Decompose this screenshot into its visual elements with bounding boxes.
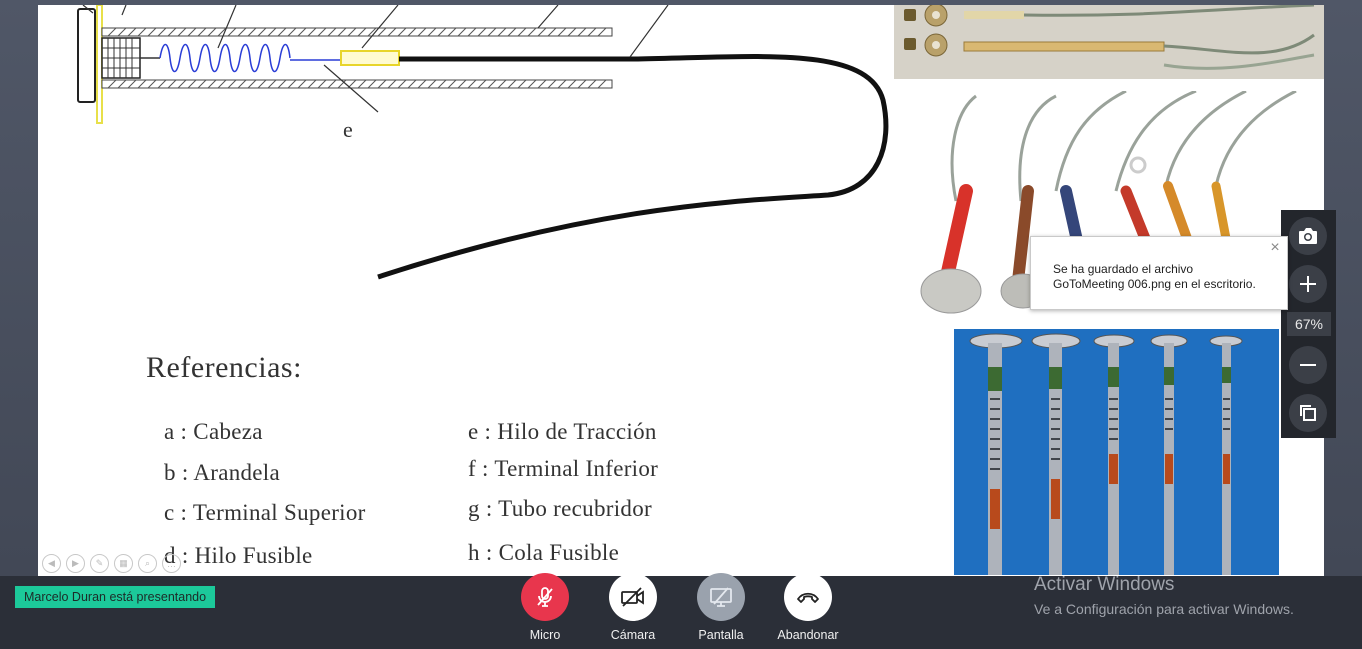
camera-off-icon: [621, 587, 644, 607]
screen-label: Pantalla: [698, 628, 744, 642]
save-notification: × Se ha guardado el archivo GoToMeeting …: [1030, 236, 1288, 310]
windows-activation-title: Activar Windows: [1034, 574, 1175, 595]
screenshot-button[interactable]: [1289, 217, 1327, 255]
reference-b: b : Arandela: [164, 460, 281, 485]
mic-label: Micro: [529, 628, 561, 642]
windows-activation-watermark: Activar Windows Ve a Configuración para …: [1034, 574, 1294, 617]
camera-control[interactable]: Cámara: [593, 573, 673, 642]
close-icon[interactable]: ×: [1270, 239, 1280, 256]
magnify-icon[interactable]: ⌕: [138, 554, 157, 573]
zoom-out-button[interactable]: [1289, 346, 1327, 384]
screen-control[interactable]: Pantalla: [681, 573, 761, 642]
mic-control[interactable]: Micro: [505, 573, 585, 642]
leave-control[interactable]: Abandonar: [768, 573, 848, 642]
fuse-diagram: [77, 5, 889, 280]
camera-button[interactable]: [609, 573, 657, 621]
leave-button[interactable]: [784, 573, 832, 621]
slides-grid-icon[interactable]: ▦: [114, 554, 133, 573]
camera-icon: [1299, 228, 1317, 244]
references-title: Referencias:: [146, 351, 302, 384]
reference-g: g : Tubo recubridor: [468, 496, 652, 521]
diagram-label-e: e: [343, 117, 353, 142]
reference-c: c : Terminal Superior: [164, 500, 366, 525]
screen-button[interactable]: [697, 573, 745, 621]
meeting-toolbar: Marcelo Duran está presentando Micro Cám…: [0, 573, 1362, 649]
reference-a: a : Cabeza: [164, 419, 263, 444]
presenter-status: Marcelo Duran está presentando: [15, 586, 216, 608]
fuse-links-photo-blue: [954, 329, 1279, 575]
popout-button[interactable]: [1289, 394, 1327, 432]
screen-share-off-icon: [710, 587, 732, 607]
minus-icon: [1300, 364, 1316, 366]
reference-f: f : Terminal Inferior: [468, 456, 659, 481]
reference-h: h : Cola Fusible: [468, 540, 620, 565]
zoom-level: 67%: [1287, 312, 1331, 336]
copy-window-icon: [1300, 405, 1316, 421]
zoom-panel: 67%: [1281, 210, 1336, 438]
notification-message: Se ha guardado el archivo GoToMeeting 00…: [1053, 262, 1256, 291]
previous-slide-icon[interactable]: ◀: [42, 554, 61, 573]
next-slide-icon[interactable]: ▶: [66, 554, 85, 573]
windows-activation-subtitle: Ve a Configuración para activar Windows.: [1034, 601, 1294, 617]
leave-label: Abandonar: [777, 628, 839, 642]
camera-label: Cámara: [610, 628, 656, 642]
mic-muted-icon: [537, 587, 553, 607]
hang-up-icon: [797, 592, 819, 603]
mic-button[interactable]: [521, 573, 569, 621]
reference-d: d : Hilo Fusible: [164, 543, 313, 568]
zoom-in-button[interactable]: [1289, 265, 1327, 303]
fuse-links-photo-top: [894, 5, 1324, 79]
slide-navigation-controls: ◀ ▶ ✎ ▦ ⌕ …: [42, 554, 181, 573]
reference-e: e : Hilo de Tracción: [468, 419, 657, 444]
plus-icon: [1300, 276, 1316, 292]
more-icon[interactable]: …: [162, 554, 181, 573]
pen-icon[interactable]: ✎: [90, 554, 109, 573]
